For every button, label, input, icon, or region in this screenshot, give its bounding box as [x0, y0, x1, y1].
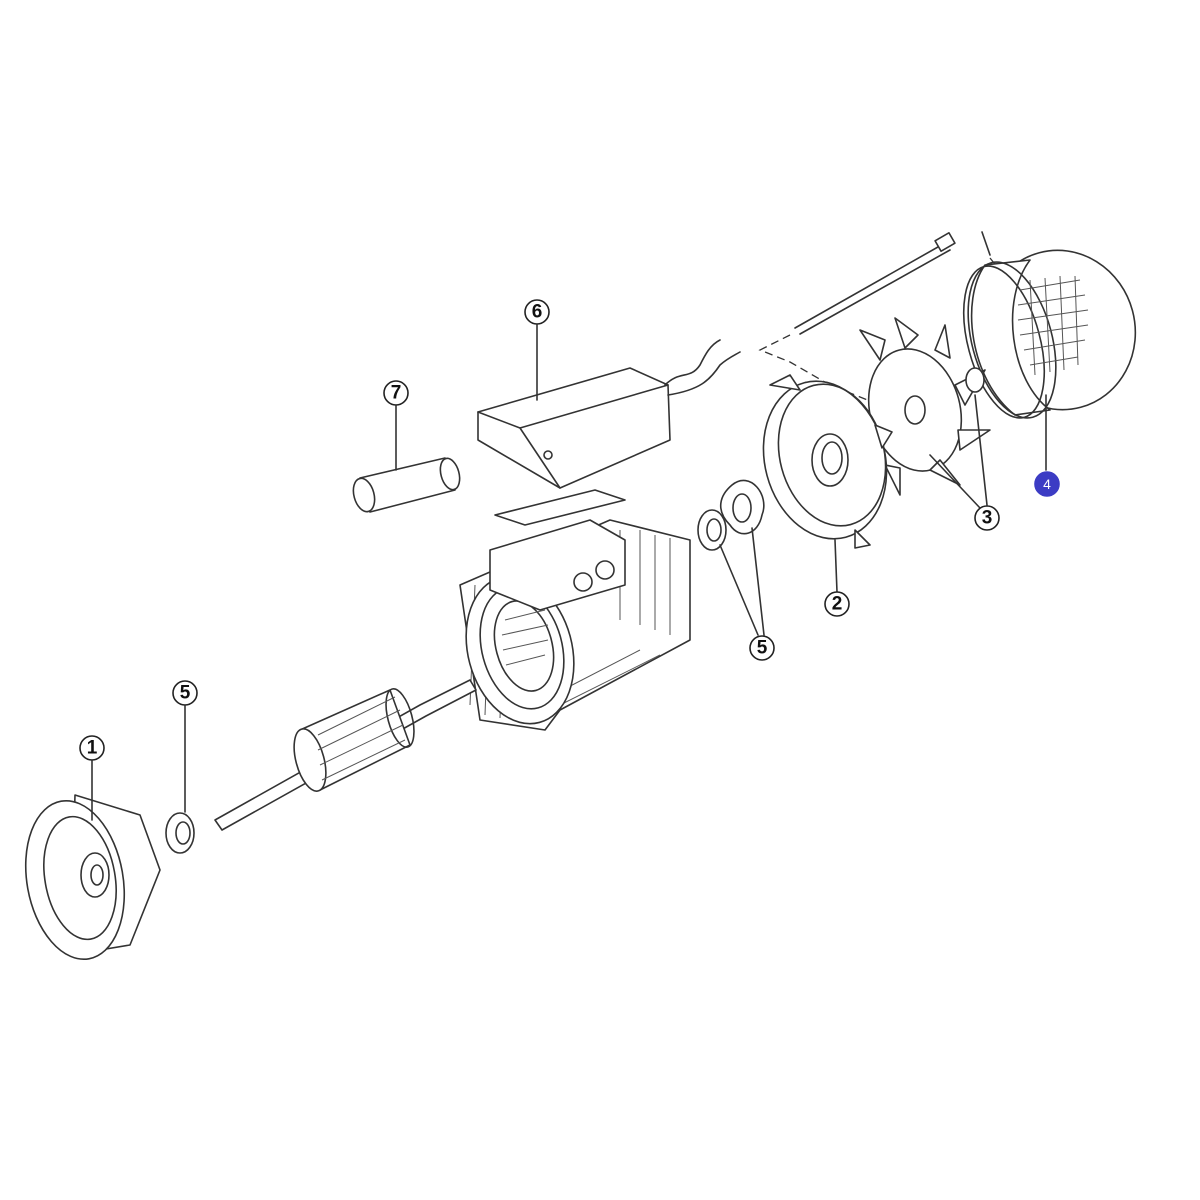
front-flange — [24, 760, 161, 961]
callout-1[interactable]: 1 — [79, 735, 105, 761]
svg-text:4: 4 — [1043, 476, 1051, 492]
screw — [981, 231, 999, 269]
terminal-box — [477, 324, 741, 489]
callout-3[interactable]: 3 — [974, 505, 1000, 531]
rear-endshield — [762, 374, 893, 593]
callout-5-front[interactable]: 5 — [172, 680, 198, 706]
motor-housing — [459, 489, 691, 731]
bearing-front — [165, 705, 195, 854]
capacitor — [352, 405, 461, 513]
fan — [844, 317, 991, 509]
rotor-shaft — [214, 679, 477, 831]
callout-6[interactable]: 6 — [524, 299, 550, 325]
svg-text:2: 2 — [832, 594, 843, 615]
bearing-rear — [697, 509, 765, 636]
svg-text:6: 6 — [532, 302, 543, 323]
wave-washer — [720, 479, 765, 535]
svg-text:5: 5 — [180, 683, 191, 704]
callout-4-highlighted[interactable]: 4 — [1034, 471, 1060, 497]
callout-5-rear[interactable]: 5 — [749, 635, 775, 661]
fan-cover — [962, 249, 1137, 471]
svg-text:1: 1 — [87, 738, 98, 759]
svg-text:5: 5 — [757, 638, 768, 659]
tie-rod — [758, 232, 956, 406]
svg-text:3: 3 — [982, 508, 993, 529]
callout-2[interactable]: 2 — [824, 591, 850, 617]
svg-text:7: 7 — [391, 383, 402, 404]
callout-7[interactable]: 7 — [383, 380, 409, 406]
